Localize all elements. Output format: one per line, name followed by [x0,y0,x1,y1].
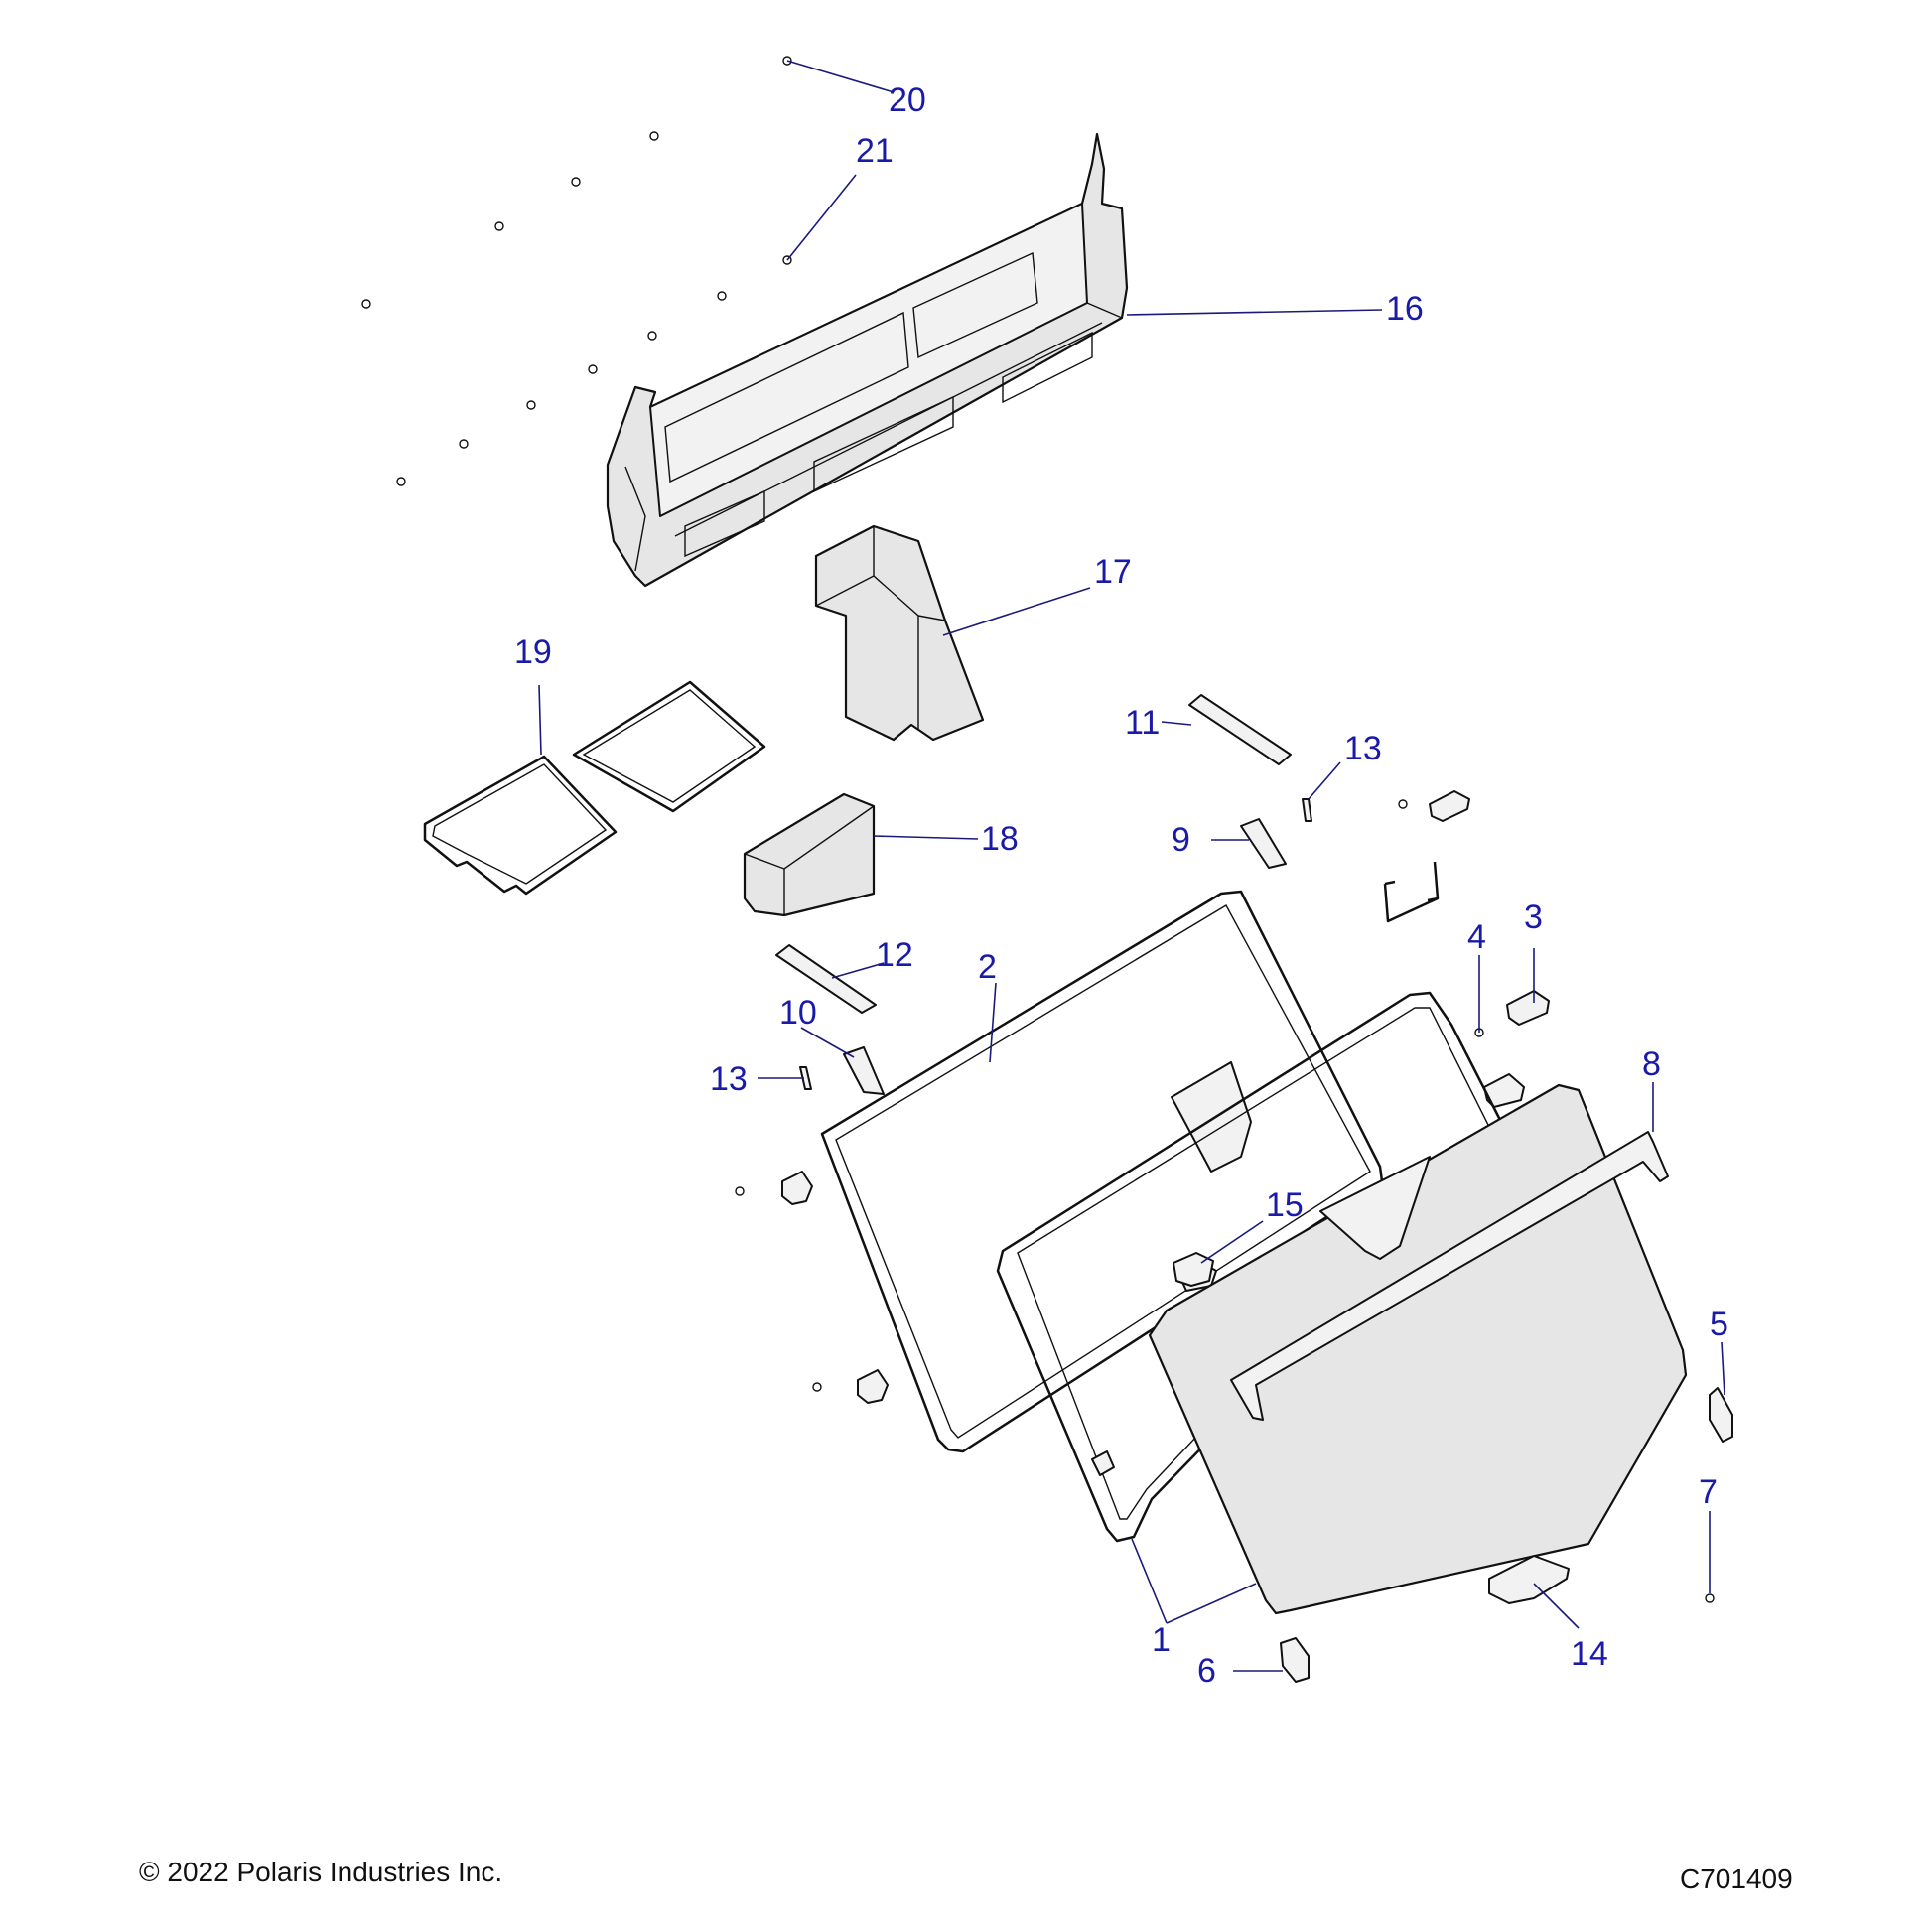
callout-14: 14 [1571,1635,1608,1673]
callout-11: 11 [1125,704,1160,742]
drawing-number: C701409 [1680,1863,1793,1894]
leader-lines [538,60,1725,1672]
part-11-strip [1188,694,1292,765]
part-15-bracket [1173,1252,1214,1287]
callout-10: 10 [779,994,817,1032]
part-12-strip [775,944,877,1014]
part-9-wedge [1240,818,1287,869]
callout-13-lower: 13 [710,1060,748,1098]
callout-6: 6 [1197,1652,1216,1690]
callout-labels: 20 21 16 17 19 11 13 18 9 12 2 4 3 10 13… [514,81,1728,1690]
callout-17: 17 [1094,553,1132,591]
clip-hardware-lower [735,1171,889,1404]
part-14-hinge [1488,1555,1570,1604]
part-13-pin-upper [1302,798,1312,822]
callout-7: 7 [1699,1473,1718,1511]
callout-15: 15 [1266,1186,1304,1224]
part-7-screw [1705,1593,1715,1603]
callout-12: 12 [876,936,913,974]
part-6-clip [1280,1637,1310,1683]
part-10-wedge [843,1046,885,1095]
callout-20: 20 [889,81,926,119]
part-13-pin-lower [799,1066,812,1090]
callout-13-upper: 13 [1344,730,1382,767]
callout-2: 2 [978,948,997,986]
clip-hardware-upper [1383,790,1550,1108]
callout-1: 1 [1152,1621,1171,1659]
part-16-rear-panel [606,132,1129,588]
part-18-foam-block [743,792,876,917]
callout-3: 3 [1524,898,1543,936]
callout-18: 18 [981,820,1019,858]
callout-8: 8 [1642,1045,1661,1083]
callout-21: 21 [856,132,894,170]
part-1-window-glass [1148,1083,1688,1615]
callout-4: 4 [1467,918,1486,956]
copyright-notice: © 2022 Polaris Industries Inc. [139,1857,503,1887]
part-5-clip [1709,1387,1733,1443]
part-17-center-block [814,524,985,742]
callout-19: 19 [514,633,552,671]
part-19-seal-frames [423,680,766,896]
callout-5: 5 [1710,1306,1728,1343]
callout-9: 9 [1172,821,1190,859]
callout-16: 16 [1386,290,1424,328]
screw-set [361,56,792,486]
